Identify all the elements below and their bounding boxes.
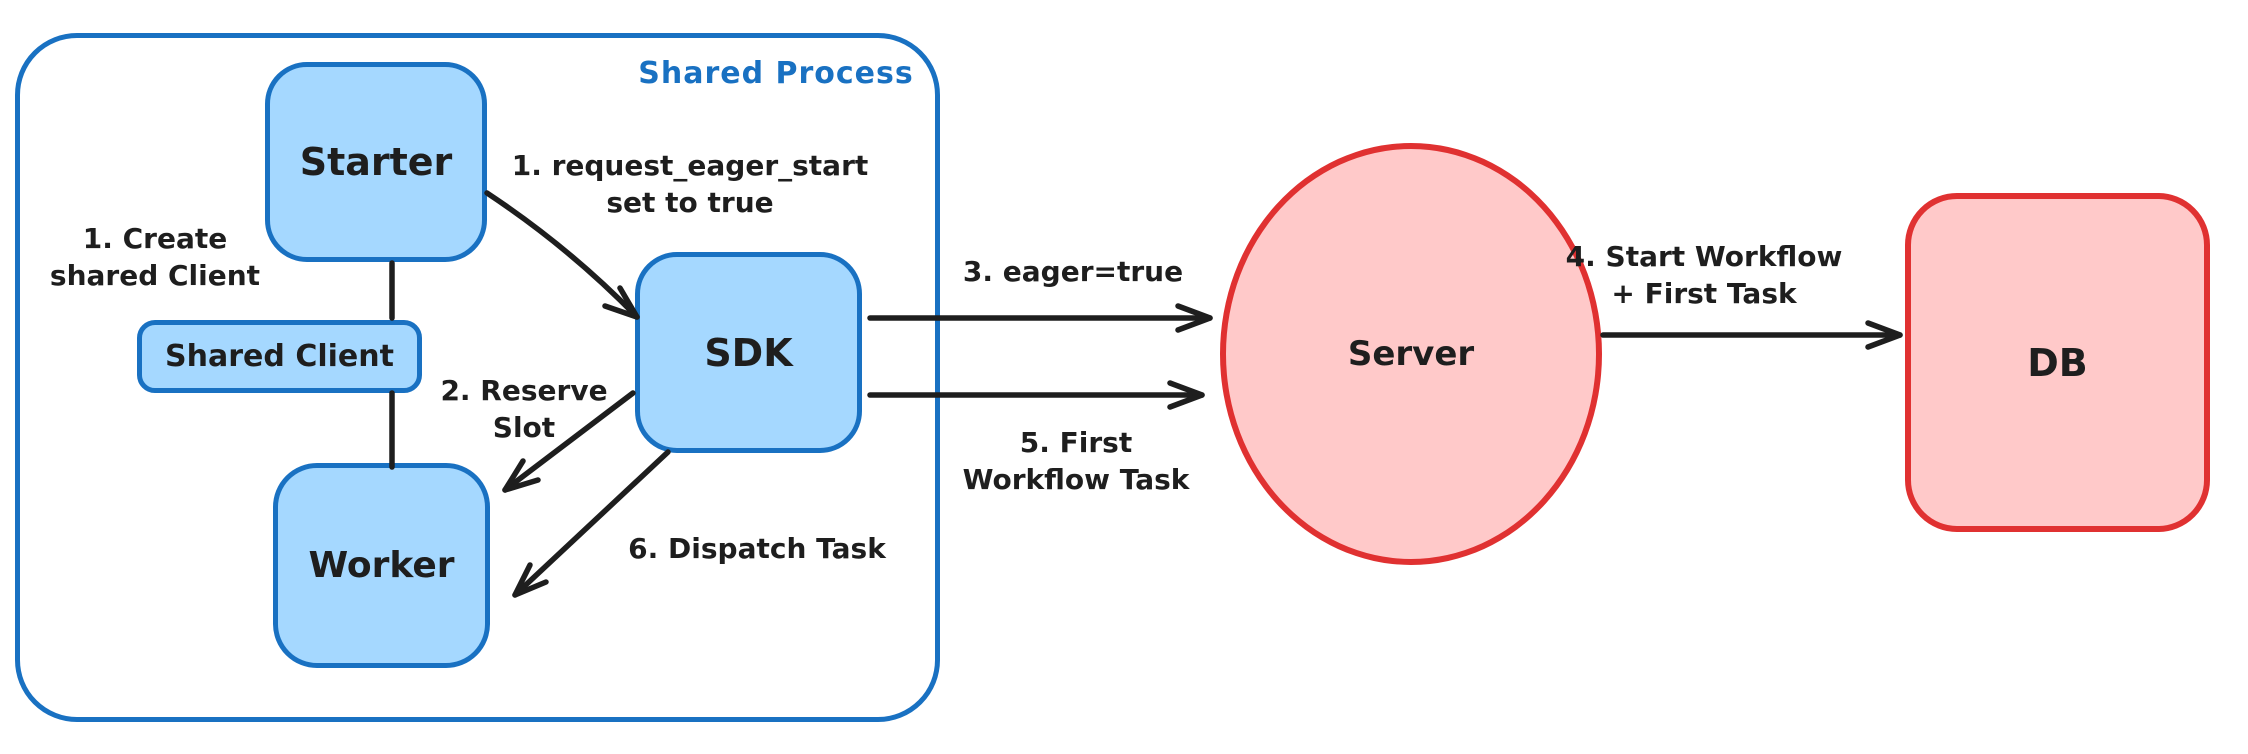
- arrow-server-to-db: [1600, 320, 1903, 350]
- shared-process-label: Shared Process: [638, 56, 914, 91]
- label-first-workflow-task: 5. First Workflow Task: [962, 426, 1190, 496]
- node-starter: Starter: [265, 62, 487, 262]
- node-worker: Worker: [273, 463, 490, 668]
- node-server-label: Server: [1347, 334, 1475, 374]
- node-db: DB: [1905, 193, 2210, 532]
- node-sdk-label: SDK: [704, 330, 793, 375]
- label-request-eager-start: 1. request_eager_start set to true: [511, 149, 869, 219]
- label-dispatch-task: 6. Dispatch Task: [628, 532, 886, 565]
- node-shared-client-label: Shared Client: [165, 339, 394, 374]
- node-sdk: SDK: [635, 252, 862, 453]
- label-reserve-slot: 2. Reserve Slot: [440, 374, 608, 444]
- label-start-workflow-first-task: 4. Start Workflow + First Task: [1565, 240, 1843, 310]
- label-eager-true: 3. eager=true: [962, 255, 1184, 288]
- node-server: Server: [1220, 143, 1602, 565]
- label-create-shared-client: 1. Create shared Client: [49, 222, 261, 292]
- node-shared-client: Shared Client: [137, 320, 422, 393]
- node-db-label: DB: [2027, 340, 2088, 385]
- node-starter-label: Starter: [299, 140, 453, 184]
- shared-process-container: [15, 33, 940, 722]
- node-worker-label: Worker: [308, 545, 455, 586]
